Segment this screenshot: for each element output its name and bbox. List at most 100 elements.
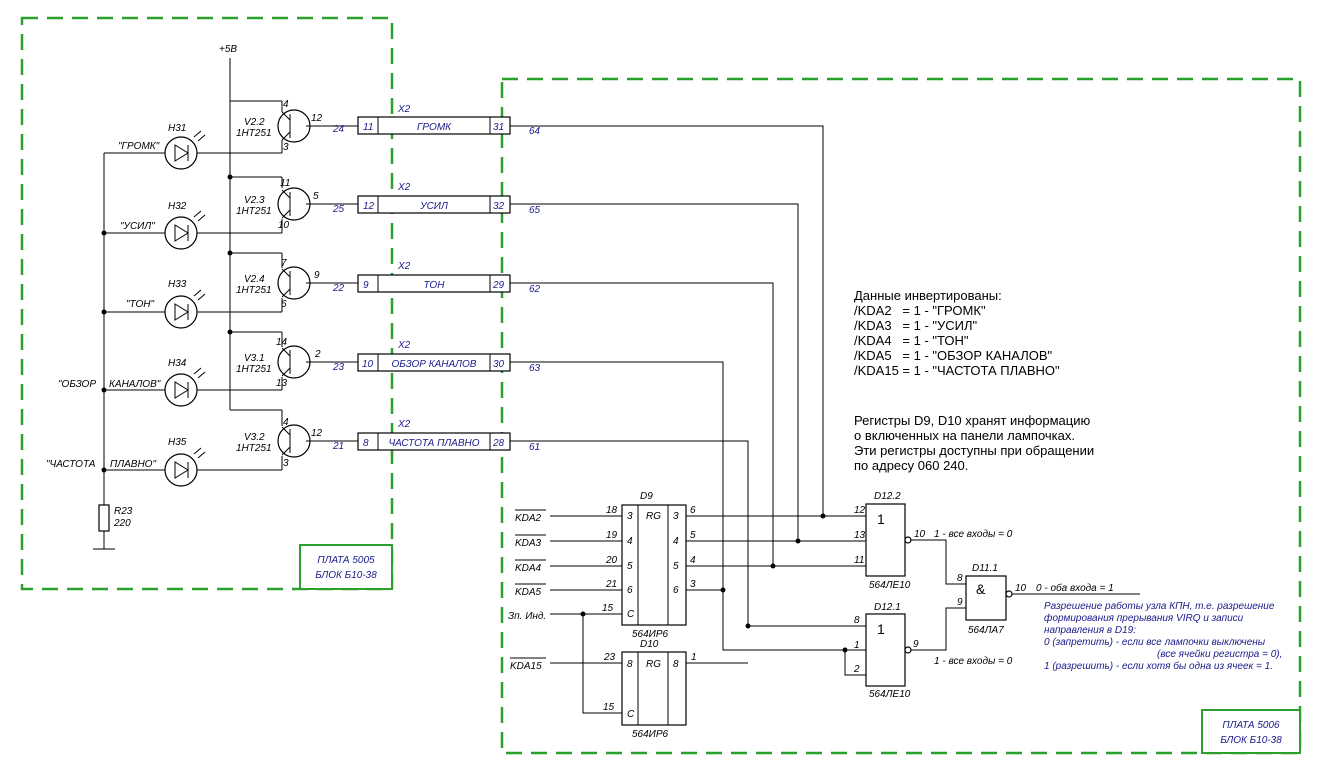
svg-text:9: 9 [957, 597, 963, 608]
board-5006-border [500, 77, 1302, 755]
lamp-h35-icon [164, 453, 198, 487]
svg-text:10: 10 [278, 220, 290, 231]
svg-text:22: 22 [332, 283, 345, 294]
svg-text:11: 11 [280, 178, 290, 189]
svg-text:H34: H34 [168, 358, 187, 369]
svg-text:15: 15 [603, 702, 615, 713]
svg-text:2: 2 [853, 664, 860, 675]
svg-text:/KDA3 = 1 - "УСИЛ": /KDA3 = 1 - "УСИЛ" [854, 318, 978, 333]
svg-text:V3.2: V3.2 [244, 432, 265, 443]
svg-text:X2: X2 [397, 182, 411, 193]
svg-text:"ЧАСТОТА: "ЧАСТОТА [46, 459, 96, 470]
svg-text:X2: X2 [397, 261, 411, 272]
svg-text:62: 62 [529, 284, 541, 295]
lamp-h32-icon [164, 216, 198, 250]
svg-text:564ИР6: 564ИР6 [632, 729, 669, 740]
svg-text:ПЛАТА 5005: ПЛАТА 5005 [317, 555, 375, 566]
svg-text:8: 8 [854, 615, 860, 626]
svg-text:8: 8 [673, 659, 679, 670]
lamp-row-1: H31 "ГРОМК" V2.2 1НТ251 4 12 3 [104, 99, 338, 170]
svg-text:по адресу 060 240.: по адресу 060 240. [854, 458, 968, 473]
svg-text:3: 3 [283, 458, 289, 469]
svg-text:7: 7 [281, 258, 287, 269]
svg-text:30: 30 [493, 359, 505, 370]
svg-text:11: 11 [363, 122, 373, 133]
svg-text:ОБЗОР КАНАЛОВ: ОБЗОР КАНАЛОВ [392, 359, 477, 370]
svg-text:64: 64 [529, 126, 541, 137]
svg-text:3: 3 [690, 579, 696, 590]
svg-text:&: & [976, 581, 986, 597]
svg-text:8: 8 [363, 438, 369, 449]
svg-text:21: 21 [605, 579, 617, 590]
svg-text:1НТ251: 1НТ251 [236, 364, 272, 375]
transistor-v3-2-icon [277, 424, 311, 458]
svg-text:6: 6 [673, 585, 679, 596]
svg-text:6: 6 [690, 505, 696, 516]
svg-text:25: 25 [332, 204, 345, 215]
note-inverted-data: Данные инвертированы: /KDA2 = 1 - "ГРОМК… [854, 288, 1060, 378]
svg-text:D12.2: D12.2 [874, 491, 901, 502]
svg-text:D12.1: D12.1 [874, 602, 901, 613]
svg-text:Регистры D9, D10 хранят информ: Регистры D9, D10 хранят информацию [854, 413, 1090, 428]
svg-text:KDA4: KDA4 [515, 563, 542, 574]
svg-text:564ЛА7: 564ЛА7 [968, 625, 1004, 636]
lamp-row-4: H34 "ОБЗОР КАНАЛОВ" V3.1 1НТ251 14 2 13 [58, 331, 338, 407]
svg-text:H33: H33 [168, 279, 187, 290]
svg-text:5: 5 [673, 561, 679, 572]
gate-d12-2: D12.2 1 564ЛЕ10 12 13 11 10 1 - все вход… [854, 491, 1013, 591]
svg-text:1: 1 [691, 652, 697, 663]
svg-text:КАНАЛОВ": КАНАЛОВ" [109, 379, 161, 390]
svg-text:24: 24 [332, 124, 345, 135]
svg-text:RG: RG [646, 511, 661, 522]
svg-text:10: 10 [914, 529, 926, 540]
svg-text:БЛОК Б10-38: БЛОК Б10-38 [315, 570, 377, 581]
svg-text:12: 12 [854, 505, 866, 516]
svg-text:65: 65 [529, 205, 541, 216]
svg-text:формирования прерывания VIRQ и: формирования прерывания VIRQ и записи [1044, 612, 1244, 624]
svg-text:C: C [627, 609, 635, 620]
connector-usil: X2 25 12 УСИЛ 32 65 [332, 182, 541, 216]
gate-d11-1: D11.1 & 564ЛА7 8 9 10 0 - оба входа = 1 [956, 563, 1140, 636]
svg-text:V2.4: V2.4 [244, 274, 265, 285]
svg-text:32: 32 [493, 201, 505, 212]
svg-text:R23: R23 [114, 506, 133, 517]
svg-text:12: 12 [311, 428, 323, 439]
svg-text:V2.3: V2.3 [244, 195, 265, 206]
svg-text:11: 11 [854, 555, 864, 566]
connector-wires [510, 125, 824, 626]
svg-text:0 - оба входа = 1: 0 - оба входа = 1 [1036, 582, 1114, 594]
svg-text:23: 23 [603, 652, 616, 663]
svg-text:ПЛАВНО": ПЛАВНО" [110, 459, 156, 470]
svg-text:564ЛЕ10: 564ЛЕ10 [869, 689, 911, 700]
junctions [101, 174, 848, 653]
svg-text:10: 10 [362, 359, 374, 370]
svg-text:Эти регистры доступны при обра: Эти регистры доступны при обращении [854, 443, 1094, 458]
svg-text:X2: X2 [397, 419, 411, 430]
svg-text:3: 3 [673, 511, 679, 522]
svg-text:D11.1: D11.1 [972, 563, 998, 574]
svg-text:4: 4 [690, 555, 696, 566]
svg-text:15: 15 [602, 603, 614, 614]
svg-text:RG: RG [646, 659, 661, 670]
svg-text:4: 4 [283, 417, 289, 428]
svg-text:/KDA15 = 1 - "ЧАСТОТА ПЛАВНО": /KDA15 = 1 - "ЧАСТОТА ПЛАВНО" [854, 363, 1060, 378]
svg-text:31: 31 [493, 122, 504, 133]
svg-text:12: 12 [311, 113, 323, 124]
svg-text:20: 20 [605, 555, 618, 566]
svg-text:13: 13 [276, 378, 288, 389]
transistor-v2-2-icon [277, 109, 311, 143]
svg-text:23: 23 [332, 362, 345, 373]
svg-text:KDA2: KDA2 [515, 513, 542, 524]
svg-text:4: 4 [627, 536, 633, 547]
svg-text:8: 8 [627, 659, 633, 670]
svg-text:9: 9 [913, 639, 919, 650]
svg-text:Данные инвертированы:: Данные инвертированы: [854, 288, 1002, 303]
note-kpn-enable: Разрешение работы узла КПН, т.е. разреше… [1044, 600, 1282, 672]
svg-text:10: 10 [1015, 583, 1027, 594]
lamp-h31-icon [164, 136, 198, 170]
connector-ton: X2 22 9 ТОН 29 62 [332, 261, 541, 295]
svg-text:"ТОН": "ТОН" [126, 299, 154, 310]
lamp-row-5: H35 "ЧАСТОТА ПЛАВНО" V3.2 1НТ251 4 12 3 [46, 409, 338, 487]
